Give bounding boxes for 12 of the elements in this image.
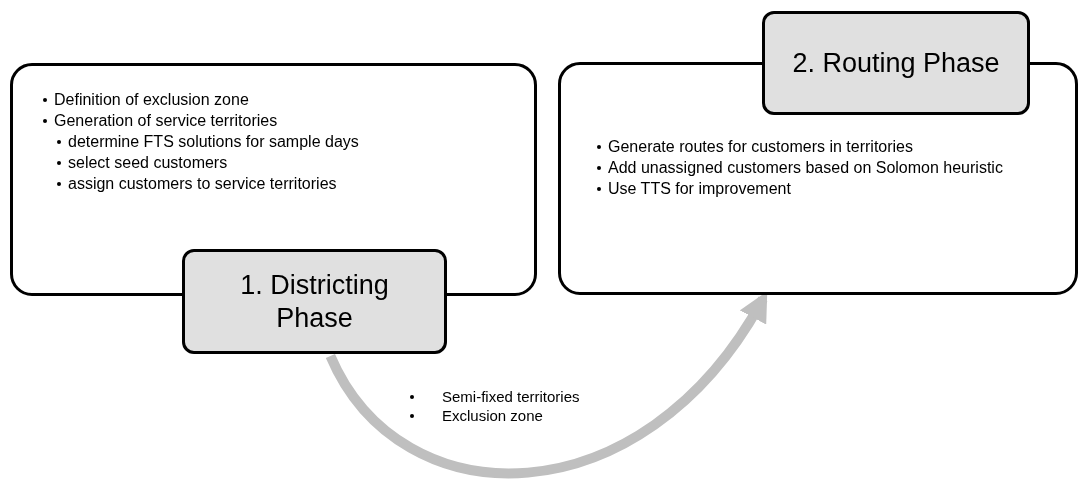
bullet-text: assign customers to service territories: [68, 174, 337, 193]
bullet-text: Definition of exclusion zone: [54, 90, 249, 109]
bullet-text: select seed customers: [68, 153, 228, 172]
bullet-text: Add unassigned customers based on Solomon heuristic: [608, 158, 1003, 177]
bullet-text: Generate routes for customers in territories: [608, 137, 913, 156]
bullet-text: Generation of service territories: [54, 111, 278, 130]
bullet-text: determine FTS solutions for sample days: [68, 132, 359, 151]
phase-box: 1. Districting Phase: [182, 249, 447, 354]
arrow-note: Exclusion zone: [442, 406, 543, 425]
phase-box: 2. Routing Phase: [762, 11, 1030, 115]
bullet-text: Use TTS for improvement: [608, 179, 791, 198]
arrow-note: Semi-fixed territories: [442, 387, 580, 406]
